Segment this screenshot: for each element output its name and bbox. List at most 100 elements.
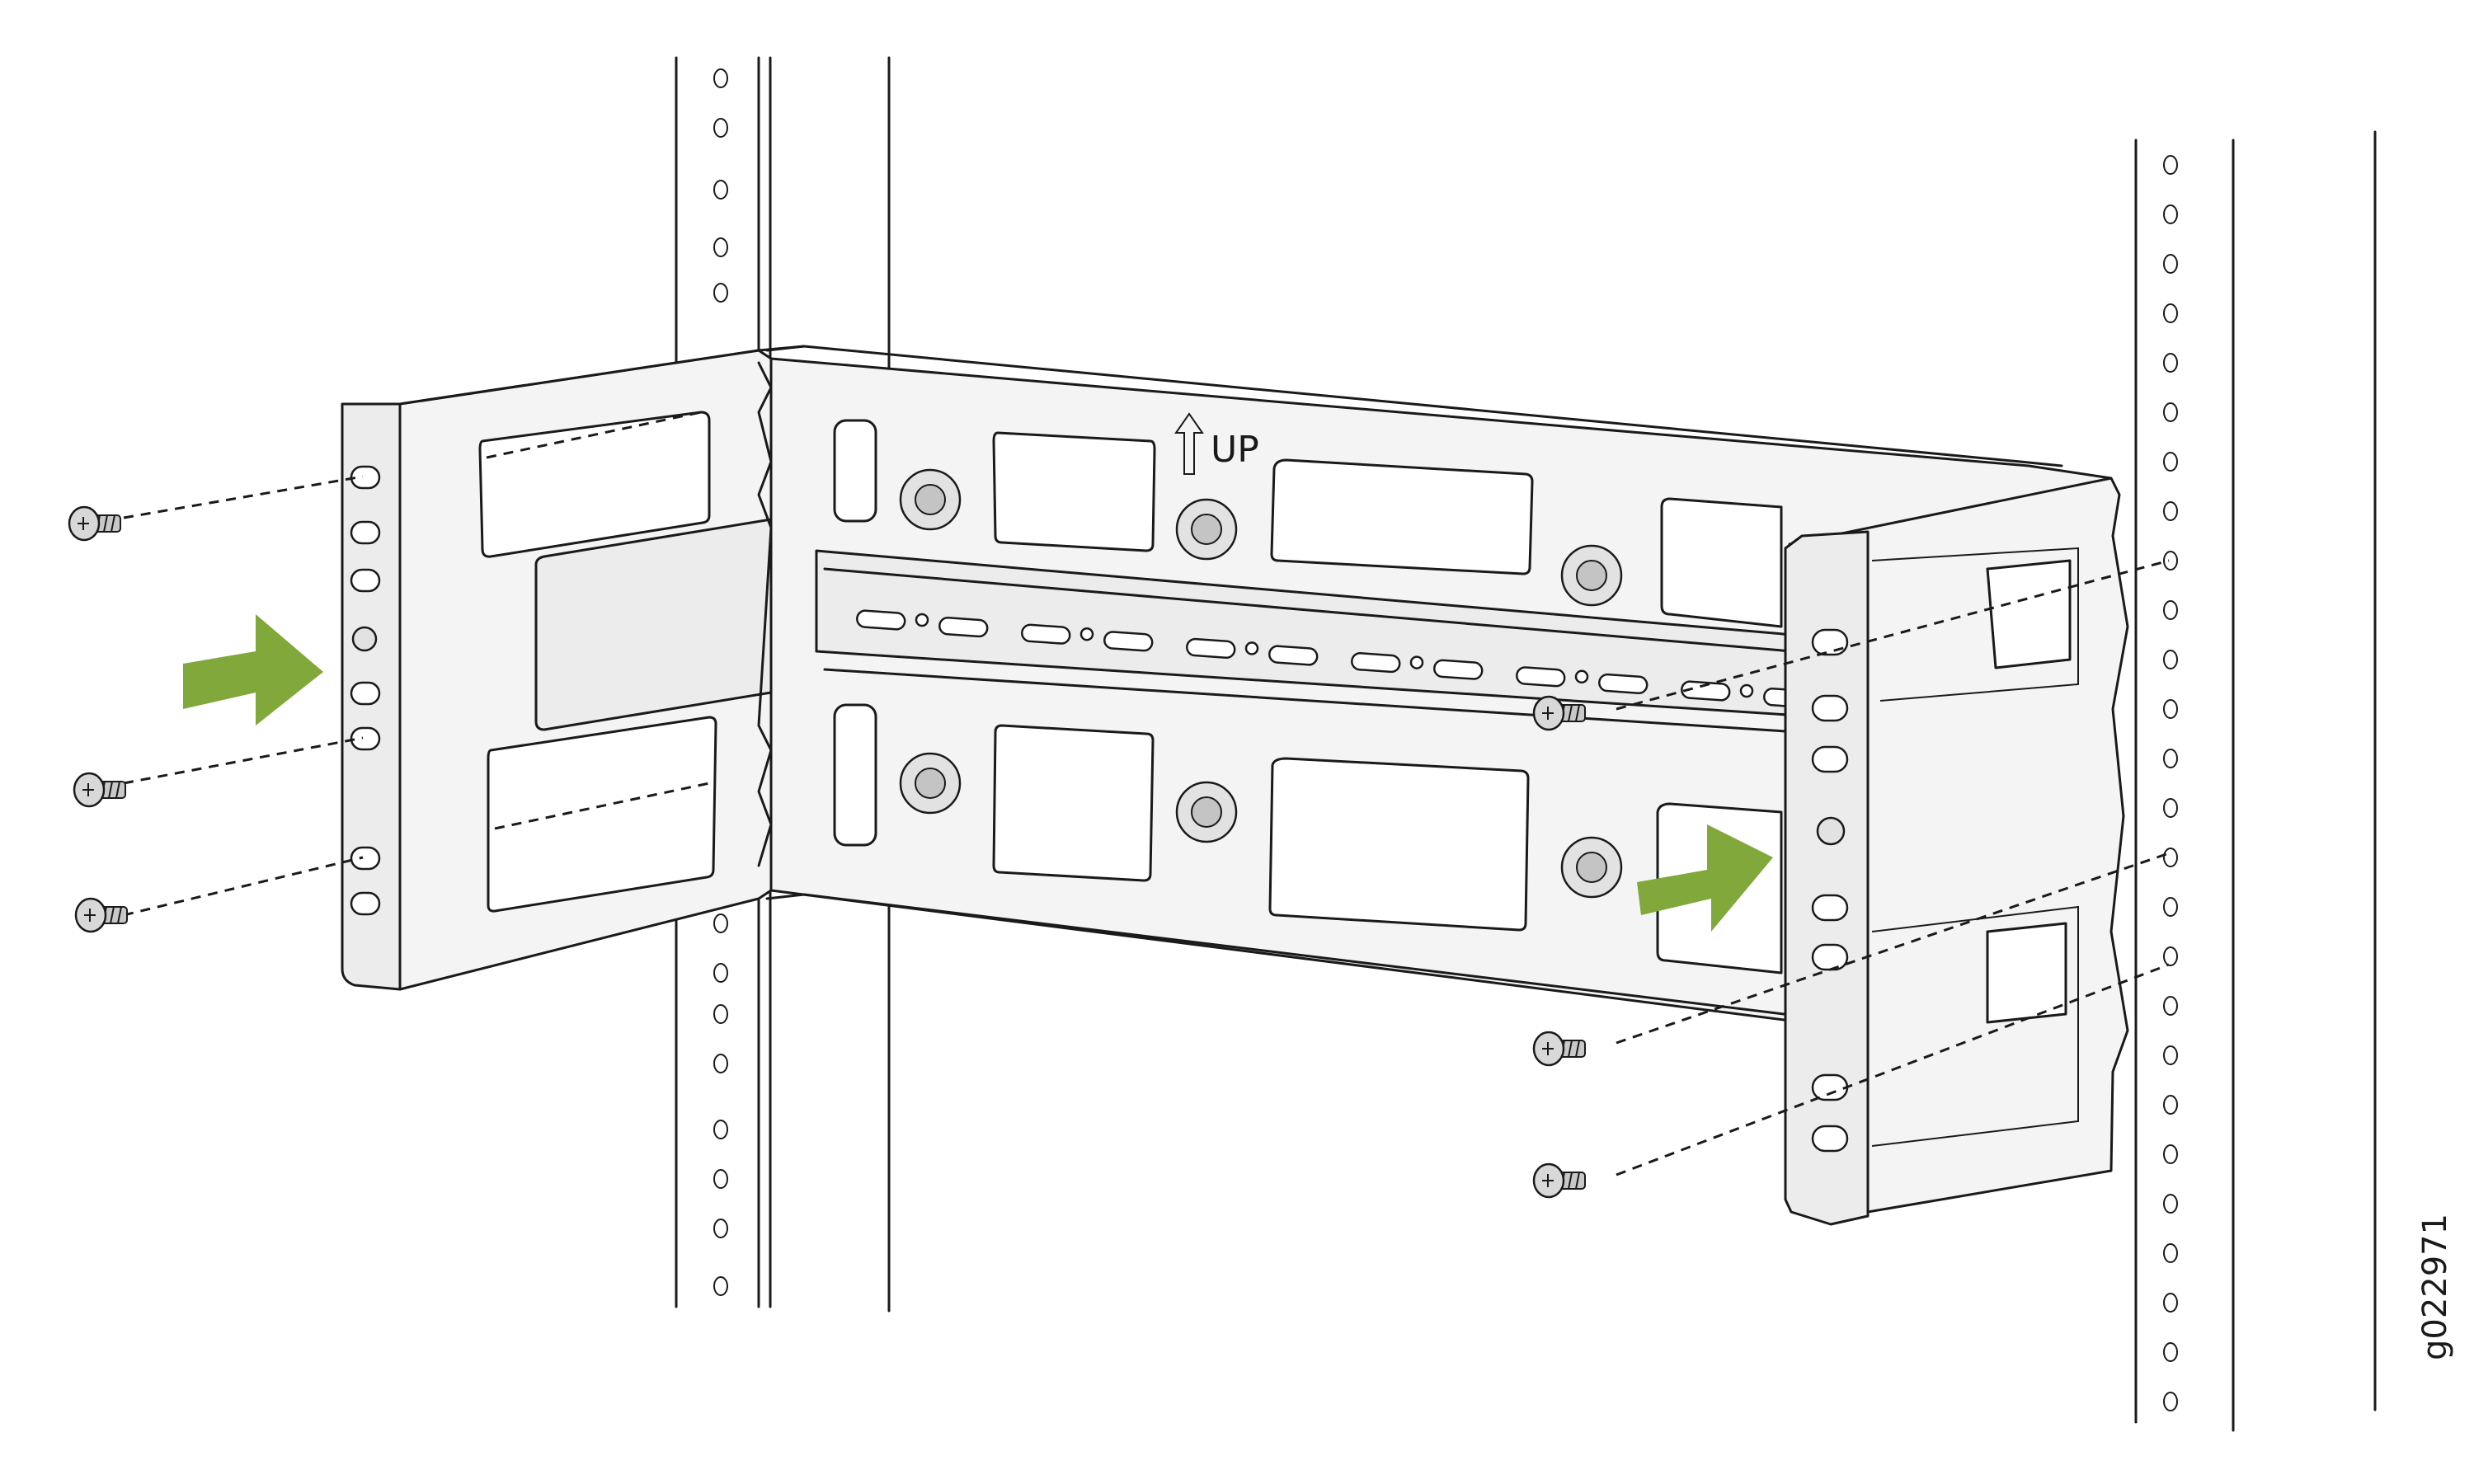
- rail-slot: [1681, 680, 1731, 702]
- screw-thread-line: [1568, 1172, 1573, 1190]
- rack-hole: [2163, 798, 2178, 818]
- screw-thread-line: [1568, 704, 1573, 722]
- rack-hole: [2163, 402, 2178, 422]
- rail-hole: [1409, 655, 1424, 669]
- ear-hole: [350, 520, 381, 545]
- rail-slot: [1516, 666, 1566, 688]
- ear-hole: [1811, 694, 1849, 722]
- rack-hole: [2163, 749, 2178, 768]
- screw-thread-line: [110, 906, 115, 924]
- rack-hole: [2163, 1392, 2178, 1411]
- screw-icon: [1532, 1031, 1586, 1067]
- ear-hole: [1811, 1125, 1849, 1153]
- rack-hole: [713, 1054, 728, 1073]
- rail-slots: [856, 609, 1813, 709]
- ear-hole: [1811, 745, 1849, 773]
- rear-mounting-bracket: [765, 345, 2113, 1073]
- rack-hole: [2163, 600, 2178, 620]
- right-front-bracket: [1784, 477, 2129, 1226]
- rail-slot: [1103, 631, 1154, 652]
- screw-icon: [1532, 1162, 1586, 1199]
- push-arrow-icon: [183, 614, 323, 726]
- ear-hole: [1811, 628, 1849, 656]
- screw-icon: [1532, 695, 1586, 731]
- screw-thread-line: [1575, 704, 1580, 722]
- left-rack-post: [675, 56, 891, 1313]
- ear-hole: [350, 568, 381, 593]
- rack-hole: [713, 283, 728, 303]
- ear-boss: [1816, 816, 1846, 846]
- rack-hole: [2163, 155, 2178, 175]
- ear-hole: [1811, 894, 1849, 922]
- right-rack-post: [2134, 130, 2377, 1432]
- rack-hole: [2163, 254, 2178, 274]
- ear-hole: [350, 891, 381, 916]
- rail-hole: [1244, 641, 1259, 655]
- rack-hole: [2163, 897, 2178, 917]
- rack-hole: [713, 237, 728, 257]
- rail-slot: [1598, 673, 1649, 694]
- up-label: UP: [1211, 429, 1259, 471]
- ear-boss: [351, 626, 378, 652]
- screw-guides: [123, 411, 2170, 1176]
- rack-hole: [713, 963, 728, 983]
- rack-hole: [2163, 699, 2178, 719]
- rail-slot: [1186, 637, 1236, 659]
- rack-hole: [2163, 946, 2178, 966]
- push-arrow-icon: [1637, 824, 1773, 932]
- screw-thread-line: [111, 514, 115, 533]
- rack-hole: [2163, 204, 2178, 224]
- rack-hole: [2163, 650, 2178, 669]
- rack-hole: [2163, 1194, 2178, 1214]
- rail-slot: [938, 617, 989, 638]
- mounting-screws: [68, 505, 1586, 1199]
- screw-thread-line: [117, 906, 122, 924]
- left-ear-holes: [350, 465, 381, 916]
- rail-hole: [1079, 627, 1094, 641]
- rail-slot: [856, 609, 906, 631]
- rack-hole: [2163, 353, 2178, 373]
- rack-hole: [2163, 551, 2178, 571]
- ear-hole: [350, 681, 381, 706]
- rack-hole: [2163, 1342, 2178, 1362]
- screw-thread-line: [1575, 1040, 1580, 1058]
- rack-hole: [713, 1169, 728, 1189]
- screw-thread-line: [1568, 1040, 1573, 1058]
- rack-hole: [713, 1004, 728, 1024]
- rack-hole: [713, 1219, 728, 1238]
- screw-thread-line: [115, 781, 120, 799]
- screw-icon: [74, 897, 128, 933]
- rail-hole: [915, 613, 929, 627]
- up-arrow-icon: [1174, 412, 1204, 475]
- ear-hole: [350, 846, 381, 871]
- rack-hole: [2163, 996, 2178, 1016]
- screw-thread-line: [103, 514, 108, 533]
- rack-hole: [2163, 452, 2178, 472]
- left-front-bracket: [341, 345, 806, 991]
- rack-hole: [2163, 1095, 2178, 1115]
- right-rack-post-holes: [2163, 155, 2178, 1411]
- rack-hole: [2163, 848, 2178, 867]
- rack-hole: [713, 1276, 728, 1296]
- rack-hole: [2163, 303, 2178, 323]
- ear-hole: [350, 465, 381, 490]
- rack-hole: [713, 118, 728, 138]
- rail-slot: [1021, 623, 1071, 645]
- ear-hole: [1811, 943, 1849, 971]
- rail-hole: [1739, 683, 1754, 698]
- left-rack-post-holes: [713, 68, 728, 1296]
- rail-slot: [1268, 645, 1319, 666]
- ear-hole: [1811, 1073, 1849, 1101]
- rack-hole: [713, 180, 728, 200]
- screw-icon: [73, 772, 126, 808]
- screw-icon: [68, 505, 121, 542]
- rail-slot: [1351, 652, 1401, 674]
- rack-hole: [2163, 1293, 2178, 1313]
- rack-hole: [2163, 501, 2178, 521]
- rack-hole: [2163, 1045, 2178, 1065]
- rack-hole: [713, 913, 728, 933]
- screw-thread-line: [108, 781, 113, 799]
- rack-hole: [713, 68, 728, 88]
- rack-hole: [2163, 1243, 2178, 1263]
